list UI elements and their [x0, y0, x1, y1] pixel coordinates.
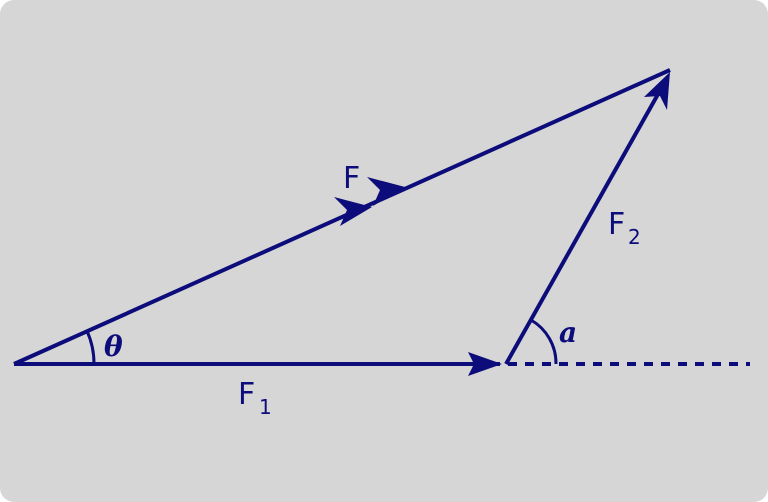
label-f2-letter: F: [608, 207, 625, 242]
vector-f-line: [13, 68, 671, 366]
label-alpha: a: [559, 316, 577, 349]
alpha-angle-arc: [530, 318, 558, 365]
vector-f-arrowhead-2: [367, 177, 405, 206]
vector-f2-line: [504, 79, 668, 365]
vector-f1-arrowhead: [468, 352, 502, 376]
label-f2-subscript: 2: [628, 225, 641, 249]
label-f1-subscript: 1: [259, 395, 272, 419]
label-f: F: [343, 161, 360, 196]
label-f1-letter: F: [238, 377, 255, 412]
vector-f2-arrowhead: [644, 72, 670, 110]
theta-angle-arc: [85, 330, 96, 365]
vector-f-arrowhead-1: [334, 197, 372, 226]
label-theta: θ: [104, 330, 123, 363]
